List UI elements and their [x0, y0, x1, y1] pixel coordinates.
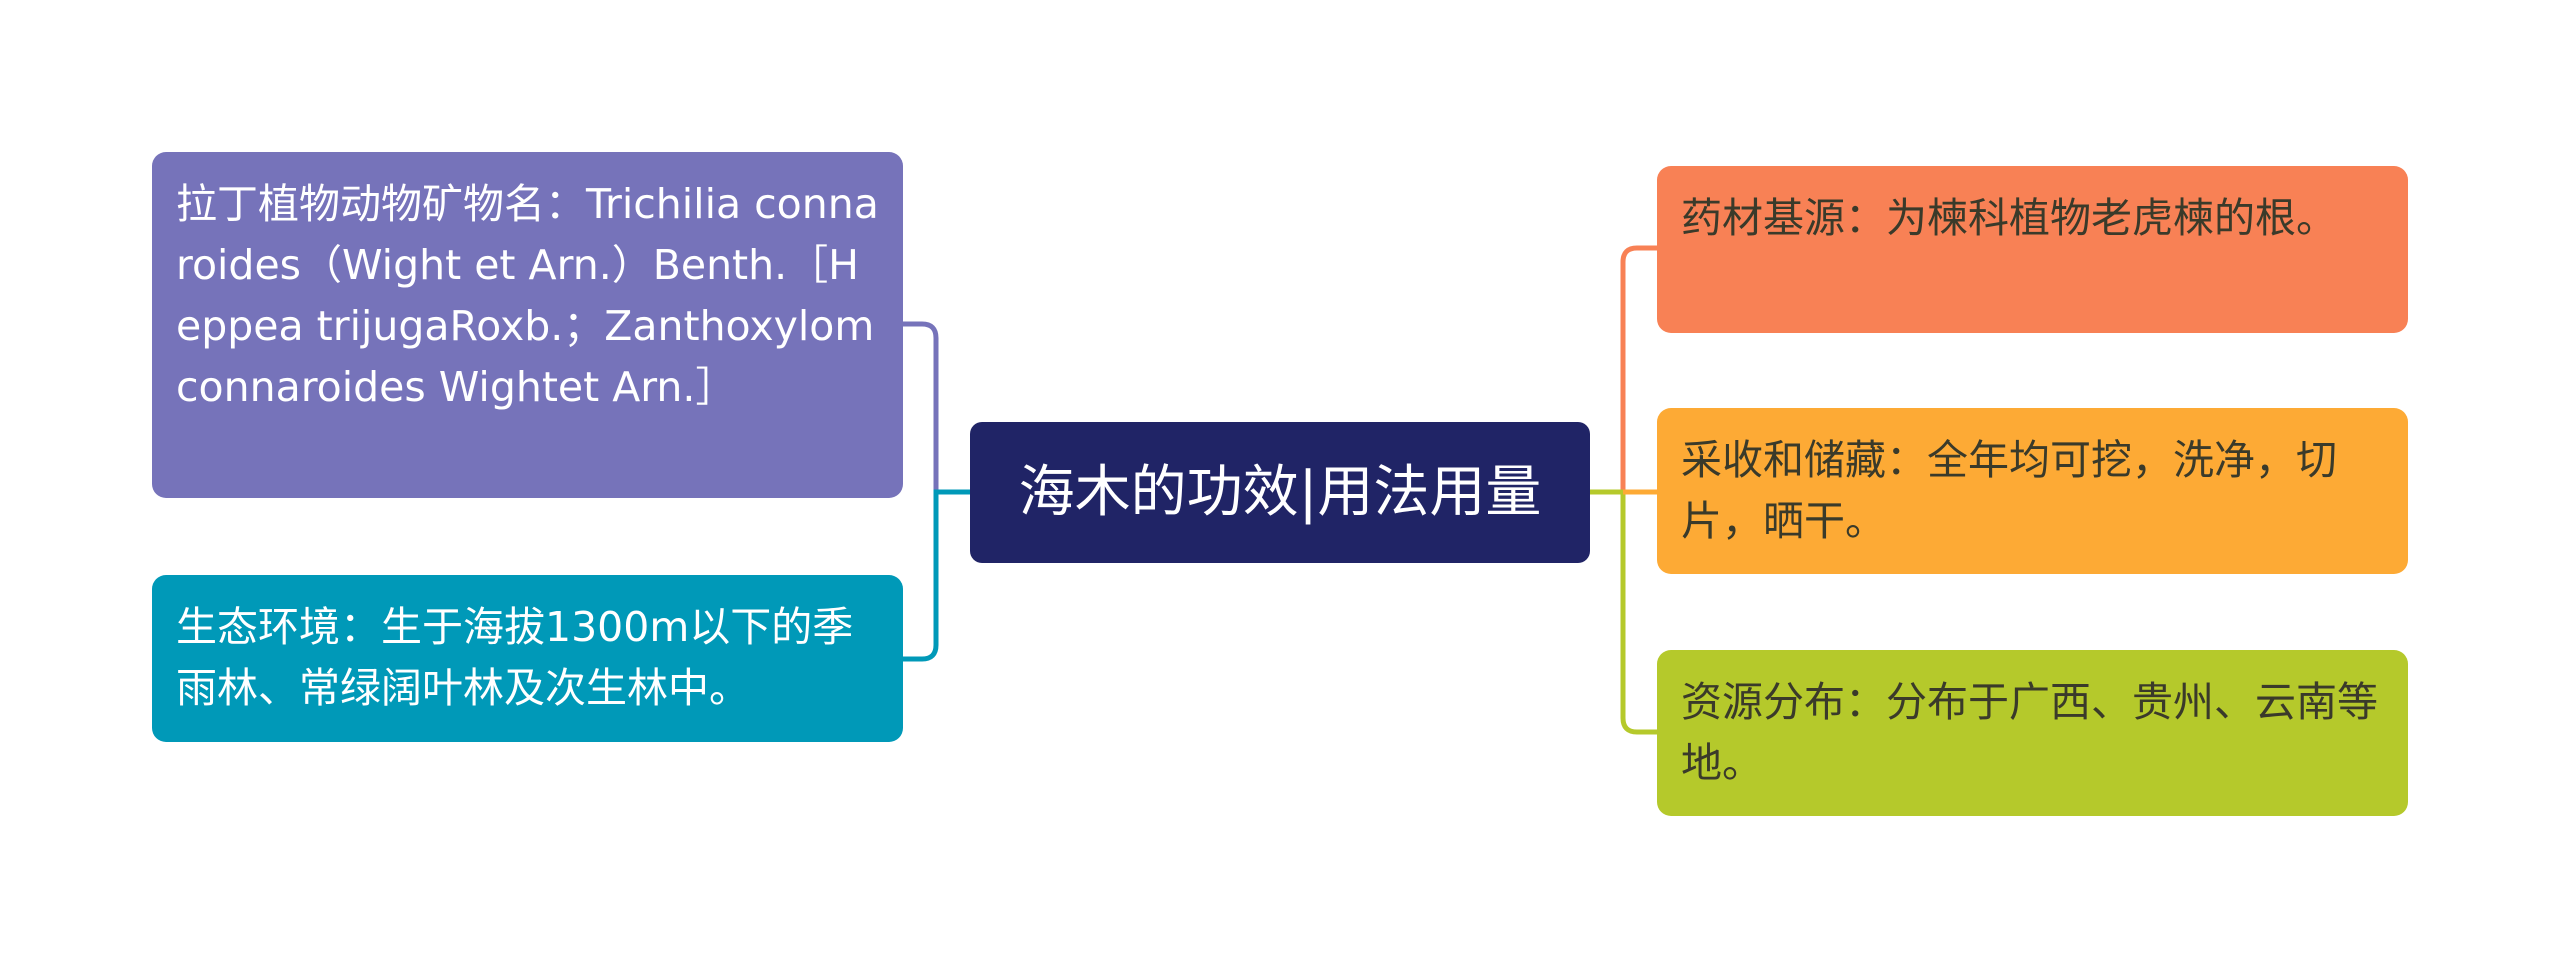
- branch-node-ecology[interactable]: 生态环境：生于海拔1300m以下的季雨林、常绿阔叶林及次生林中。: [152, 575, 903, 742]
- branch-node-harvest-storage[interactable]: 采收和储藏：全年均可挖，洗净，切片，晒干。: [1657, 408, 2408, 574]
- connector-root-to-dist: [1590, 489, 1657, 735]
- connector-root-to-source: [1590, 245, 1657, 495]
- branch-label-harvest-storage: 采收和储藏：全年均可挖，洗净，切片，晒干。: [1681, 436, 2337, 545]
- root-topic-label: 海木的功效|用法用量: [1018, 460, 1542, 525]
- branch-label-ecology: 生态环境：生于海拔1300m以下的季雨林、常绿阔叶林及次生林中。: [176, 603, 854, 712]
- connector-root-to-latin: [903, 321, 970, 495]
- root-topic-node[interactable]: 海木的功效|用法用量: [970, 422, 1590, 563]
- branch-node-latin-name[interactable]: 拉丁植物动物矿物名：Trichilia connaroides（Wight et…: [152, 152, 903, 498]
- branch-label-medicinal-source: 药材基源：为楝科植物老虎楝的根。: [1681, 194, 2337, 242]
- branch-node-medicinal-source[interactable]: 药材基源：为楝科植物老虎楝的根。: [1657, 166, 2408, 333]
- connector-root-to-eco: [903, 489, 970, 662]
- branch-label-distribution: 资源分布：分布于广西、贵州、云南等地。: [1681, 678, 2378, 787]
- branch-node-distribution[interactable]: 资源分布：分布于广西、贵州、云南等地。: [1657, 650, 2408, 816]
- branch-label-latin-name: 拉丁植物动物矿物名：Trichilia connaroides（Wight et…: [176, 180, 879, 411]
